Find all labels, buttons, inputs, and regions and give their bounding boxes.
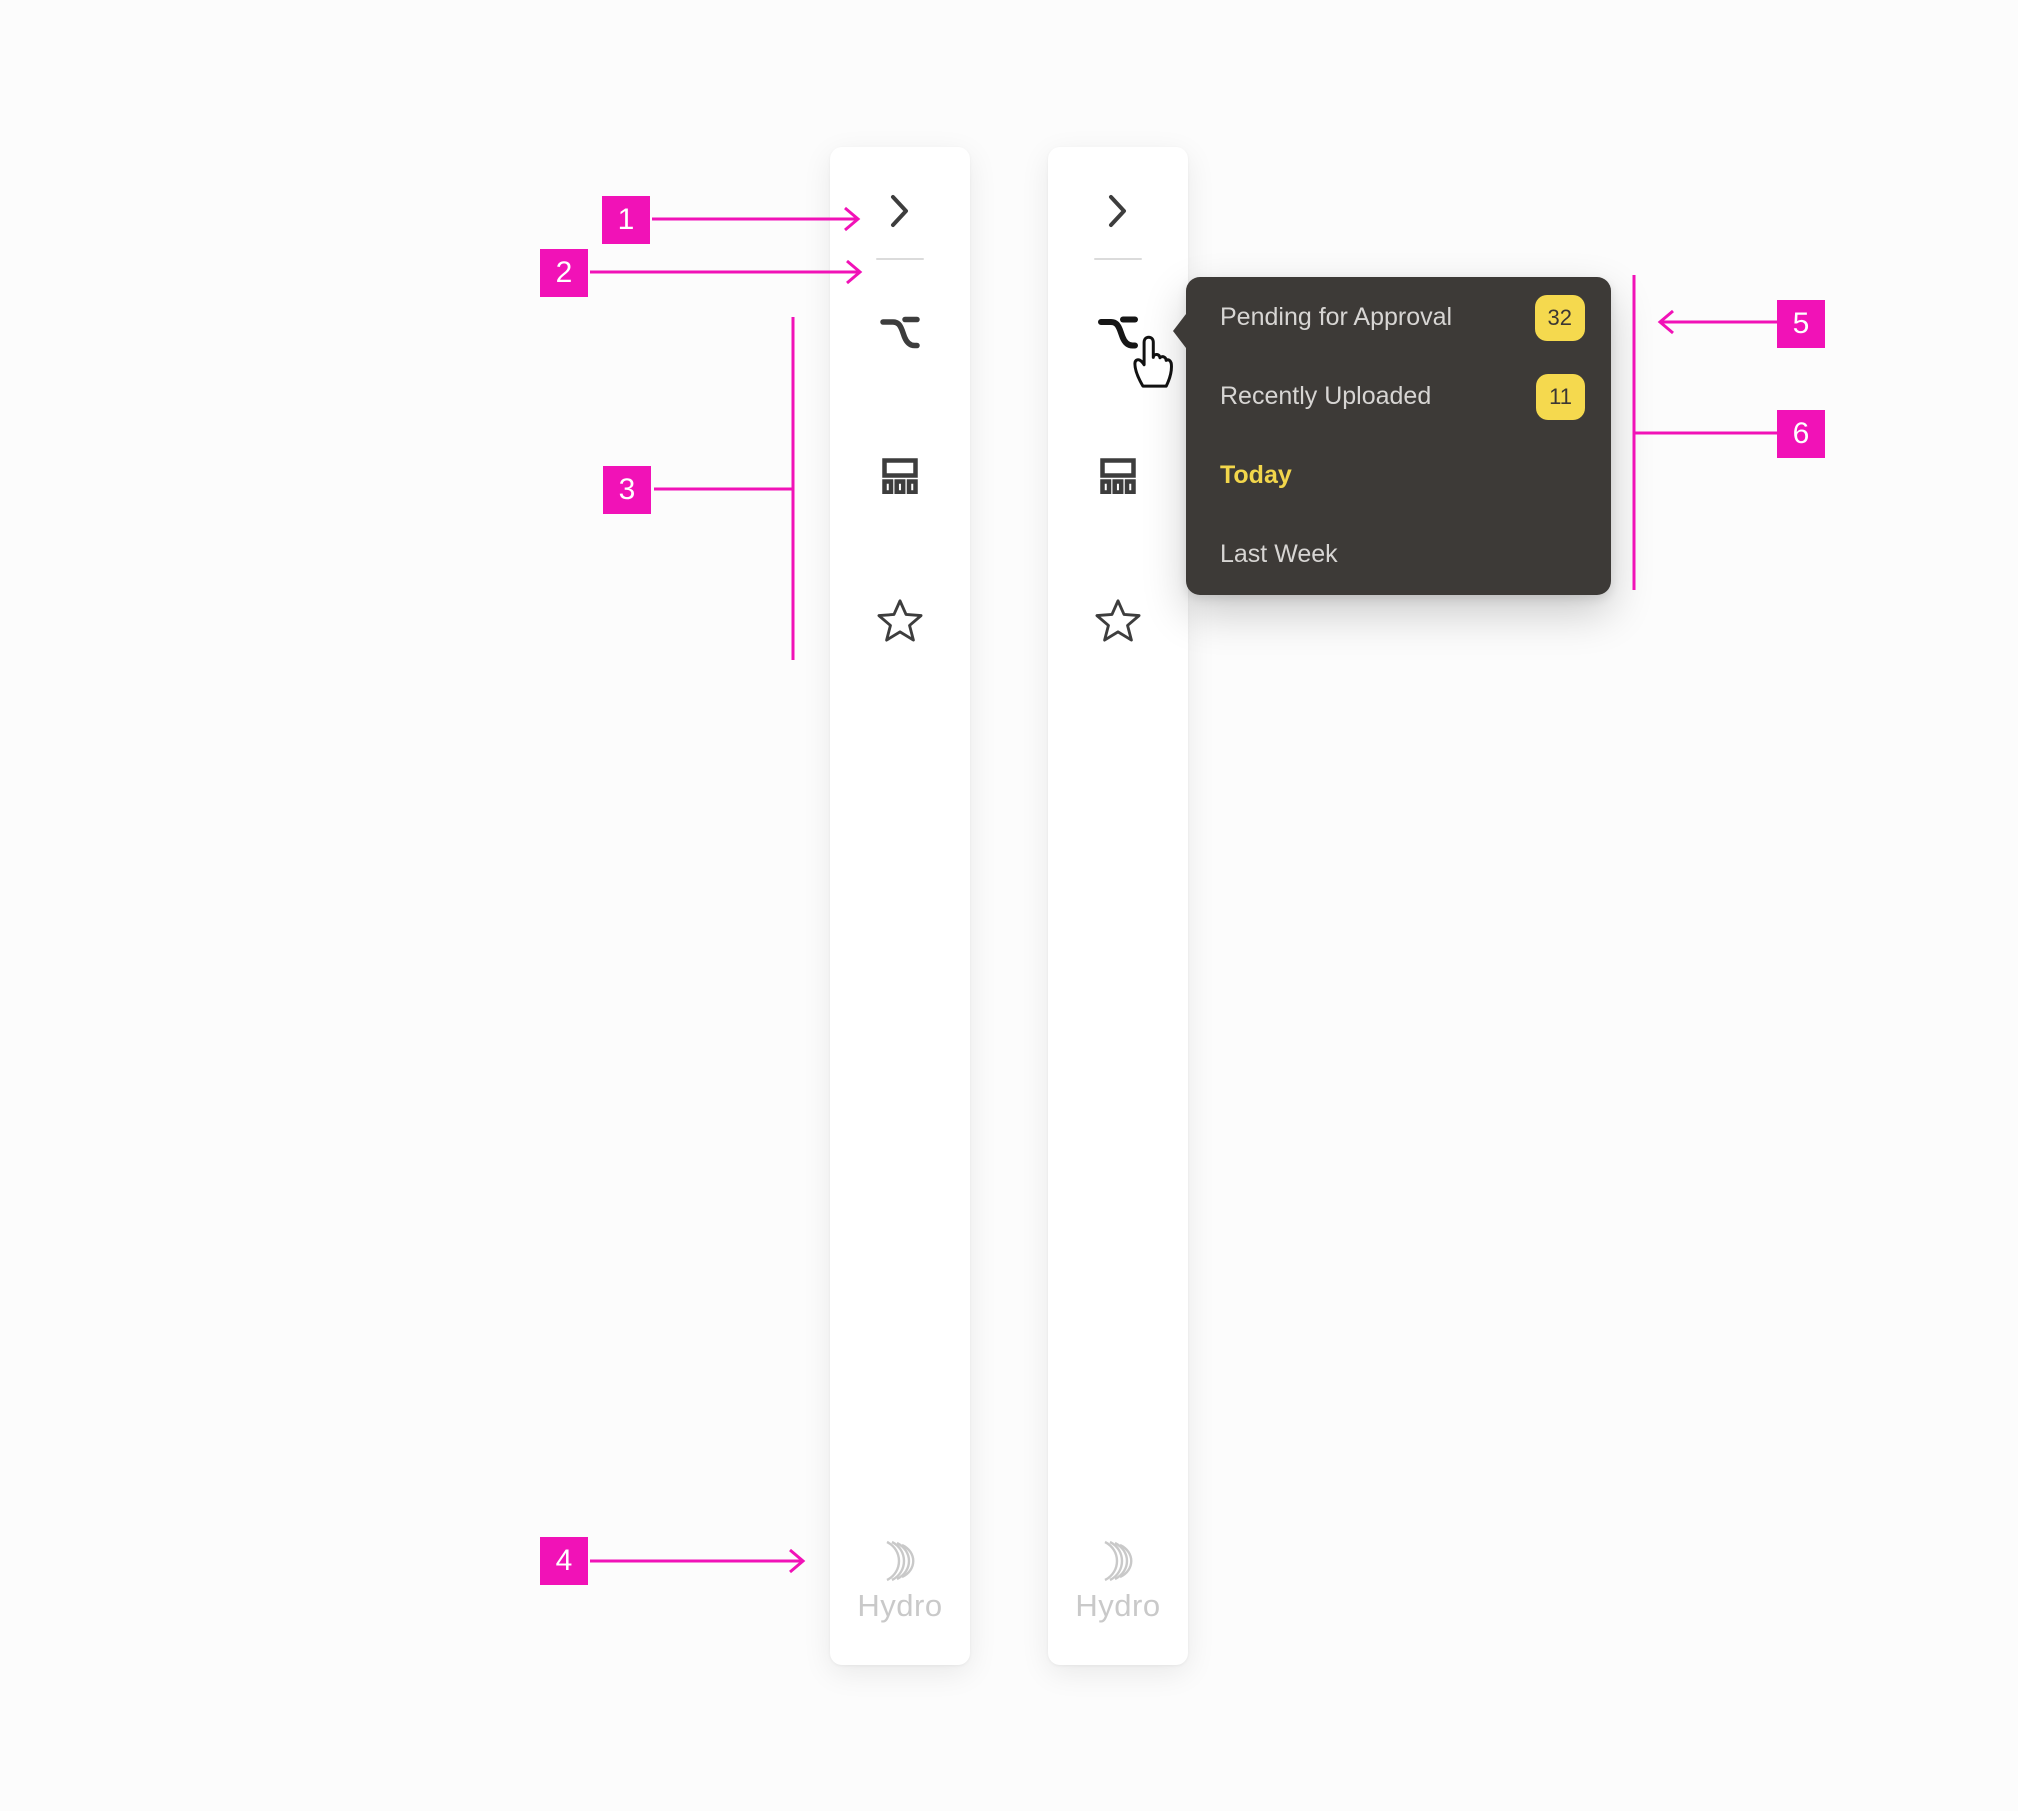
dashboard-nav-item[interactable] <box>880 458 920 494</box>
hydro-logo-text: Hydro <box>857 1588 943 1623</box>
count-badge: 11 <box>1536 373 1585 420</box>
sidebar-rail-hover-state: Hydro <box>1048 147 1188 1665</box>
flyout-menu: Pending for Approval 32 Recently Uploade… <box>1173 277 1611 595</box>
chevron-right-icon <box>1109 195 1126 227</box>
hydro-logo <box>876 1538 924 1584</box>
annotation-marker-3: 3 <box>603 466 651 514</box>
flume-icon <box>1098 316 1138 349</box>
favorites-nav-item[interactable] <box>876 597 924 643</box>
favorites-nav-item[interactable] <box>1094 597 1142 643</box>
flume-icon <box>880 316 920 349</box>
chevron-right-icon <box>891 195 908 227</box>
sidebar-rail-collapsed: Hydro <box>830 147 970 1665</box>
dashboard-grid-icon <box>882 458 918 494</box>
expand-sidebar-button[interactable] <box>880 193 920 229</box>
dashboard-grid-icon <box>1100 458 1136 494</box>
annotation-marker-6: 6 <box>1777 410 1825 458</box>
tooltip-caret <box>1173 314 1186 348</box>
sidebar-divider <box>876 258 924 260</box>
expand-sidebar-button[interactable] <box>1098 193 1138 229</box>
annotation-marker-4: 4 <box>540 1537 588 1585</box>
menu-item-label: Recently Uploaded <box>1220 382 1432 410</box>
menu-item-label: Today <box>1220 461 1292 489</box>
count-badge: 32 <box>1534 294 1585 341</box>
menu-item-pending-for-approval[interactable]: Pending for Approval 32 <box>1186 278 1611 357</box>
sidebar-divider <box>1094 258 1142 260</box>
approvals-nav-item-hovered[interactable] <box>1096 313 1140 353</box>
menu-item-today-active[interactable]: Today <box>1186 436 1611 515</box>
star-icon <box>877 599 923 642</box>
dashboard-nav-item[interactable] <box>1098 458 1138 494</box>
menu-item-recently-uploaded[interactable]: Recently Uploaded 11 <box>1186 357 1611 436</box>
annotation-marker-1: 1 <box>602 196 650 244</box>
hand-cursor-icon <box>1133 335 1173 388</box>
menu-item-label: Pending for Approval <box>1220 303 1453 331</box>
annotation-marker-2: 2 <box>540 249 588 297</box>
menu-item-last-week[interactable]: Last Week <box>1186 515 1611 594</box>
star-icon <box>1095 599 1141 642</box>
hydro-logo-text: Hydro <box>1075 1588 1161 1623</box>
annotation-marker-5: 5 <box>1777 300 1825 348</box>
hydro-logo <box>1094 1538 1142 1584</box>
approvals-nav-item[interactable] <box>878 313 922 353</box>
menu-item-label: Last Week <box>1220 540 1338 568</box>
